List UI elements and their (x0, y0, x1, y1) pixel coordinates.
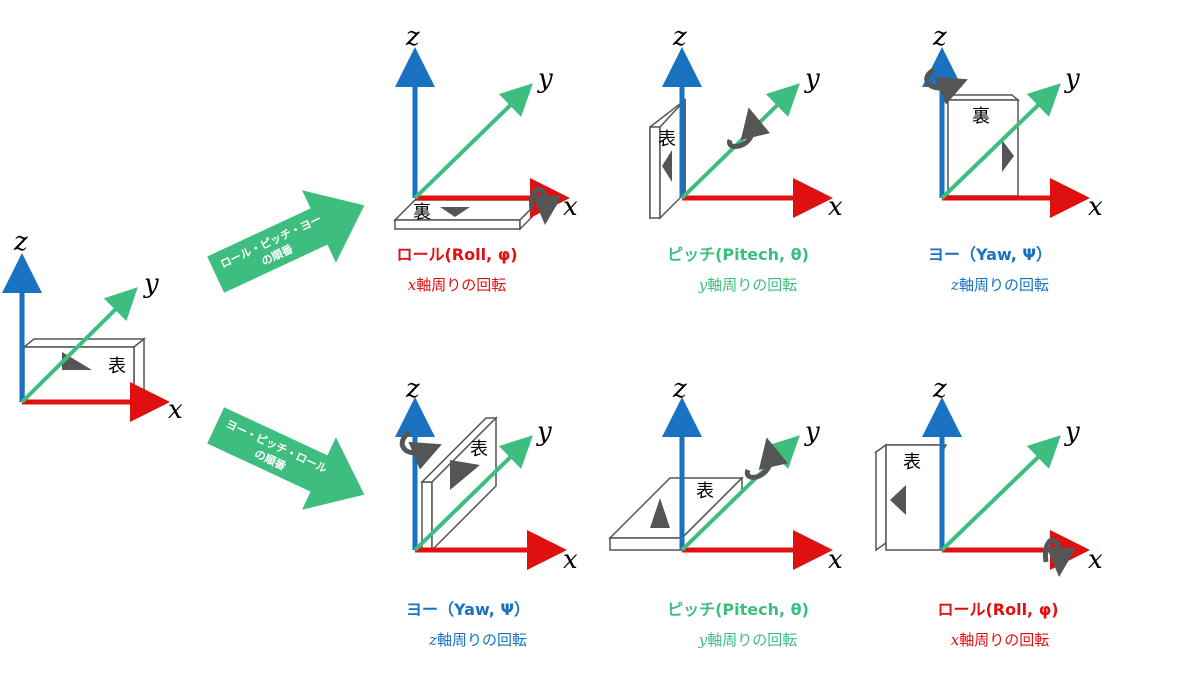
z-axis-label: z (405, 22, 420, 52)
rotation-curl-y (727, 107, 770, 149)
face-label-front: 表 (696, 481, 714, 502)
order-arrow-top: ロール・ピッチ・ヨー の順番 (207, 190, 365, 293)
x-axis-label: x (168, 395, 183, 425)
y-axis-arrow (413, 83, 533, 200)
y-axis-label: y (1064, 64, 1080, 94)
y-axis-arrow (413, 435, 533, 552)
axis-var: z (429, 631, 437, 649)
y-axis-label: y (804, 417, 820, 447)
caption-desc-text: 軸周りの回転 (959, 631, 1050, 649)
y-axis-label: y (537, 64, 553, 94)
x-axis-label: x (828, 192, 843, 222)
box-roll-top: 裏 (393, 198, 542, 231)
caption-roll-desc-bottom: x軸周りの回転 (951, 629, 1049, 650)
box-pitch-bottom: 表 (608, 476, 744, 552)
x-axis-label: x (563, 192, 578, 222)
y-axis-label: y (1064, 417, 1080, 447)
axis-var: x (407, 276, 417, 294)
z-axis-label: z (672, 374, 687, 404)
panel-bottom-yaw: 表 x y z (395, 374, 578, 575)
caption-pitch-desc-bottom: y軸周りの回転 (699, 629, 798, 650)
panel-bottom-pitch: 表 x y z (608, 374, 843, 575)
panel-top-pitch: 表 x y z (649, 22, 843, 222)
caption-desc-text: 軸周りの回転 (707, 631, 798, 649)
caption-desc-text: 軸周りの回転 (958, 276, 1049, 294)
caption-yaw-desc: z軸周りの回転 (951, 274, 1049, 295)
caption-pitch-title: ピッチ(Pitech, θ) (667, 245, 809, 264)
z-axis-label: z (13, 227, 28, 257)
initial-frame: 表 x y z (1, 227, 183, 425)
y-axis-arrow (940, 83, 1061, 200)
x-axis-label: x (828, 545, 843, 575)
y-axis-label: y (143, 269, 159, 299)
caption-desc-text: 軸周りの回転 (436, 631, 527, 649)
box-pitch-top: 表 (649, 98, 686, 220)
y-axis-label: y (536, 417, 552, 447)
rotation-curl-x (1042, 537, 1076, 577)
caption-yaw-title-bottom: ヨー（Yaw, Ψ） (406, 600, 530, 619)
rotation-curl-z (399, 429, 442, 470)
y-axis-label: y (804, 64, 820, 94)
x-axis-label: x (1088, 545, 1103, 575)
y-axis-arrow (940, 435, 1061, 552)
caption-pitch-title-bottom: ピッチ(Pitech, θ) (667, 600, 809, 619)
order-arrow-bottom: ヨー・ピッチ・ロール の順番 (207, 407, 365, 510)
caption-roll-title-bottom: ロール(Roll, φ) (937, 600, 1059, 619)
y-axis-arrow (20, 287, 138, 404)
face-label-back: 裏 (972, 106, 990, 127)
panel-top-yaw: 裏 x y z (922, 22, 1103, 222)
initial-box: 表 (21, 337, 147, 404)
face-label-front: 表 (658, 129, 676, 150)
axis-var: z (951, 276, 959, 294)
box-yaw-top: 裏 (939, 94, 1021, 197)
caption-desc-text: 軸周りの回転 (416, 276, 507, 294)
face-label-back: 裏 (413, 202, 431, 223)
axis-var: y (698, 631, 708, 649)
rotation-curl-x (528, 186, 562, 225)
x-axis-label: x (563, 545, 578, 575)
caption-roll-desc: x軸周りの回転 (408, 274, 506, 295)
rotation-curl-y (744, 437, 788, 480)
z-axis-label: z (932, 22, 947, 52)
caption-yaw-title: ヨー（Yaw, Ψ） (928, 245, 1052, 264)
rotation-curl-z (924, 67, 968, 105)
x-axis-label: x (1088, 192, 1103, 222)
y-axis-arrow (680, 83, 800, 200)
z-axis-label: z (405, 374, 420, 404)
caption-pitch-desc: y軸周りの回転 (699, 274, 798, 295)
face-label-front: 表 (108, 356, 126, 377)
panel-top-roll: 裏 x y z (393, 22, 578, 231)
z-axis-label: z (672, 22, 687, 52)
caption-roll-title: ロール(Roll, φ) (396, 245, 518, 264)
z-axis-label: z (932, 374, 947, 404)
axis-var: y (698, 276, 708, 294)
face-label-front: 表 (470, 439, 488, 460)
axis-var: x (950, 631, 960, 649)
box-roll-bottom: 表 (873, 443, 948, 552)
caption-yaw-desc-bottom: z軸周りの回転 (429, 629, 527, 650)
face-label-front: 表 (903, 452, 921, 473)
panel-bottom-roll: 表 x y z (873, 374, 1103, 577)
caption-desc-text: 軸周りの回転 (707, 276, 798, 294)
